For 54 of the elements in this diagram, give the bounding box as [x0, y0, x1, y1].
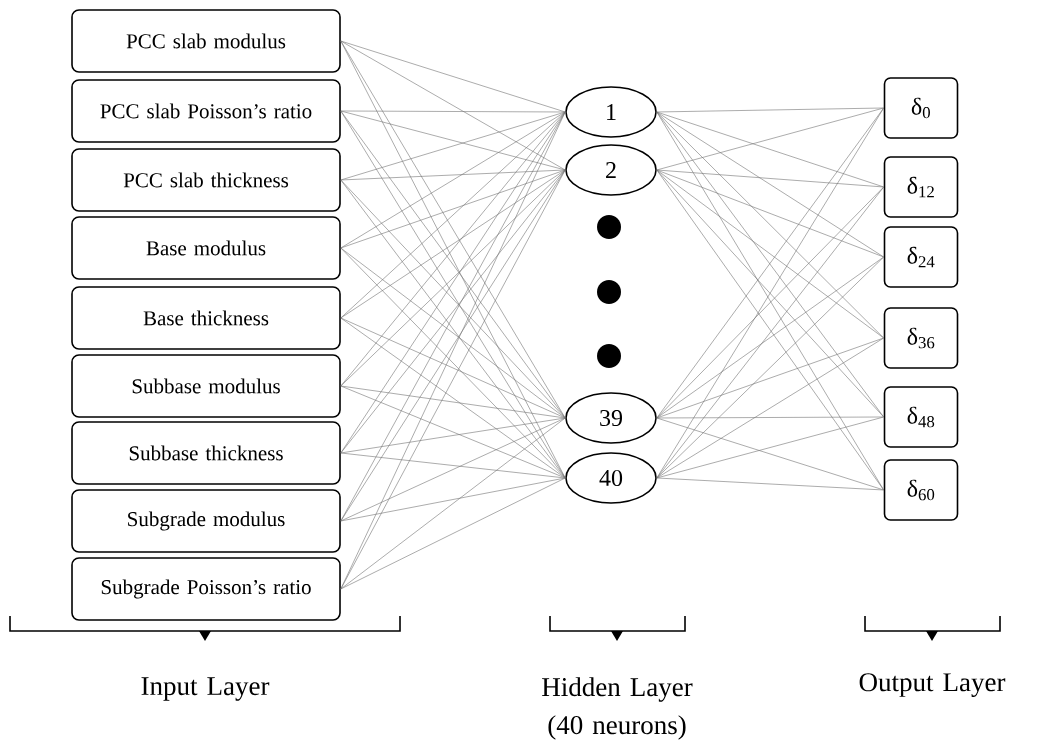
connection-line [656, 111, 884, 339]
connection-line [656, 256, 884, 419]
connection-line [340, 111, 566, 249]
input-box: Subbase modulus [71, 354, 341, 418]
connection-line [656, 169, 884, 188]
input-box: PCC slab Poisson’s ratio [71, 79, 341, 143]
layer-label: Output Layer [859, 673, 1006, 697]
connection-line [656, 417, 884, 491]
connection-line [656, 256, 884, 479]
connection-line [656, 107, 884, 171]
connection-line [656, 111, 884, 188]
layer-label: Hidden Layer (40 neurons) [542, 677, 693, 740]
connection-line [340, 385, 566, 419]
connection-line [340, 111, 566, 181]
connection-line [340, 40, 566, 113]
layer-label: Input Layer [141, 677, 270, 701]
connection-line [656, 169, 884, 339]
connection-line [340, 40, 566, 171]
connection-line [340, 385, 566, 479]
connection-line [656, 477, 884, 491]
connection-line [340, 417, 566, 590]
input-box: Subgrade modulus [71, 489, 341, 553]
connection-line [340, 417, 566, 522]
connection-line [340, 169, 566, 181]
connection-line [340, 110, 566, 113]
connection-line [340, 317, 566, 479]
connection-line [656, 337, 884, 479]
output-box: δ$_{12}$ [883, 156, 959, 218]
connection-line [656, 111, 884, 258]
connection-line [340, 452, 566, 479]
connection-line [340, 317, 566, 419]
connection-line [340, 169, 566, 249]
input-box: PCC slab modulus [71, 9, 341, 73]
input-box: Subgrade Poisson’s ratio [71, 557, 341, 621]
connection-line [340, 417, 566, 454]
output-box: δ$_{24}$ [883, 226, 959, 288]
output-box: δ$_{60}$ [883, 459, 959, 521]
output-box: δ$_{0}$ [883, 77, 959, 139]
connection-line [656, 107, 884, 113]
output-box: δ$_{48}$ [883, 386, 959, 448]
output-box: δ$_{36}$ [883, 307, 959, 369]
connection-line [656, 169, 884, 258]
input-box: Subbase thickness [71, 421, 341, 485]
connection-line [656, 416, 884, 419]
connection-line [340, 169, 566, 319]
connection-line [656, 337, 884, 419]
input-box: Base modulus [71, 216, 341, 280]
connection-line [340, 179, 566, 419]
input-box: Base thickness [71, 286, 341, 350]
connection-line [340, 247, 566, 479]
connection-line [340, 247, 566, 419]
input-box: PCC slab thickness [71, 148, 341, 212]
connection-line [340, 477, 566, 590]
connection-line [340, 477, 566, 522]
